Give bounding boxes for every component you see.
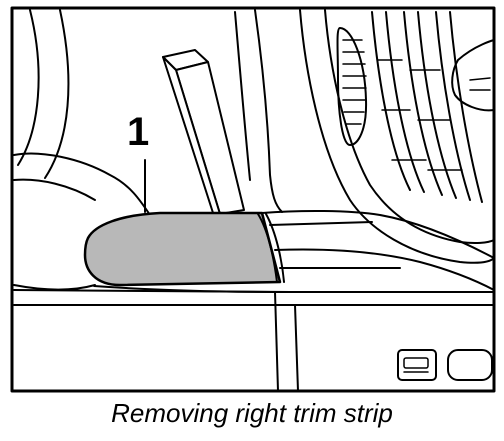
lower-panel-divider-2 bbox=[294, 304, 299, 392]
console-bottom-shadow bbox=[93, 285, 291, 293]
lower-panel-divider-1 bbox=[274, 291, 279, 392]
figure-frame bbox=[10, 6, 496, 393]
dash-lower-edge bbox=[13, 152, 151, 216]
screwdriver-blade bbox=[162, 49, 245, 217]
vent-housing-outer bbox=[299, 9, 495, 264]
figure-caption: Removing right trim strip bbox=[111, 398, 393, 428]
center-contour-2 bbox=[234, 11, 251, 181]
trim-strip bbox=[83, 211, 285, 287]
vent-knob-lines bbox=[469, 77, 491, 91]
vent-louvres bbox=[371, 11, 483, 203]
dash-lower-edge-2 bbox=[13, 178, 96, 201]
center-contour-1 bbox=[254, 9, 283, 213]
vent-knob bbox=[451, 39, 495, 112]
console-top-inner bbox=[269, 221, 373, 226]
vent-thumbwheel bbox=[336, 27, 368, 146]
console-mid-edge bbox=[274, 248, 495, 291]
dash-curve-outer bbox=[17, 9, 40, 166]
console-top-edge bbox=[261, 209, 495, 259]
console-left-curve bbox=[13, 284, 96, 291]
vent-housing-inner bbox=[324, 9, 495, 245]
dash-curve-inner bbox=[44, 9, 70, 179]
switch-buttons bbox=[397, 349, 493, 381]
callout-number: 1 bbox=[127, 110, 150, 154]
